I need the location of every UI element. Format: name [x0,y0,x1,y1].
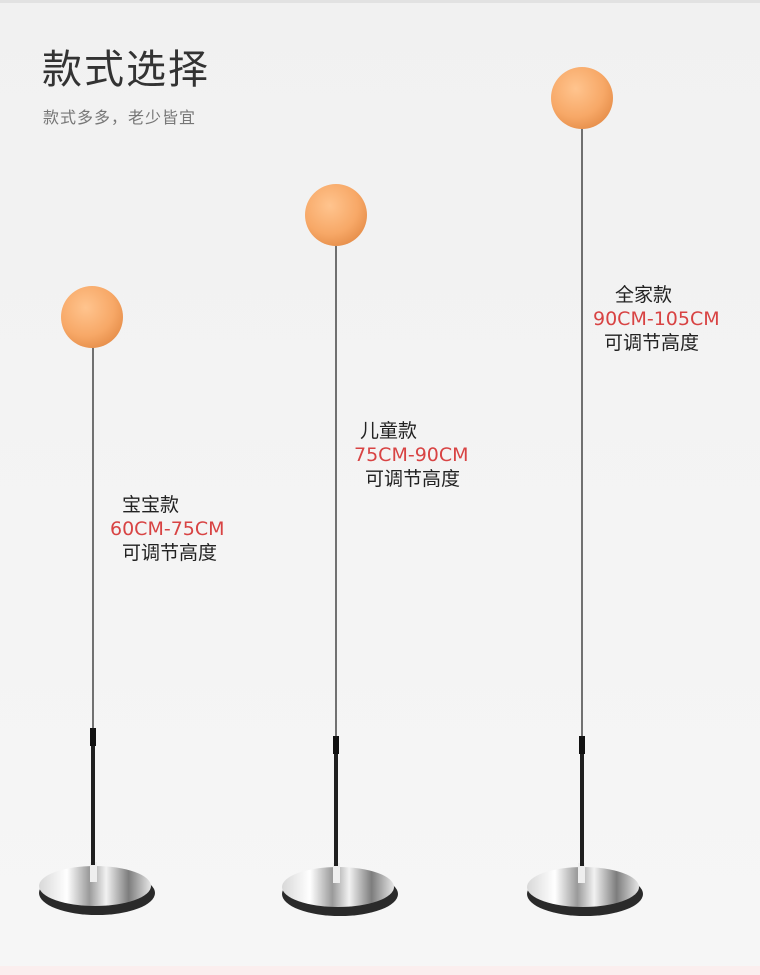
product-1-name: 宝宝款 [122,494,180,516]
product-3-adjust-note: 可调节高度 [604,332,700,354]
product-2-base-socket [333,863,340,883]
product-1-range: 60CM-75CM [110,518,225,540]
product-3-lower-pole [580,752,584,866]
page-title: 款式选择 [42,47,210,93]
product-2-base [282,867,394,907]
product-2-ball [305,184,367,246]
product-1-ball [61,286,123,348]
product-2-name: 儿童款 [360,420,418,442]
product-1-base [39,866,151,906]
product-3-range: 90CM-105CM [593,308,720,330]
product-1-base-socket [90,862,97,882]
product-3-label: 全家款 90CM-105CM 可调节高度 [593,283,720,355]
product-2-lower-pole [334,752,338,866]
product-1-label: 宝宝款 60CM-75CM 可调节高度 [110,493,225,565]
top-divider [0,0,760,3]
product-1-stand [39,286,155,915]
bottom-strip [0,966,760,975]
product-3-pole-clamp [579,736,585,754]
product-2-label: 儿童款 75CM-90CM 可调节高度 [354,419,469,491]
product-2-adjust-note: 可调节高度 [365,468,461,490]
product-2-pole-clamp [333,736,339,754]
product-3-base-socket [578,863,585,883]
product-1-pole-clamp [90,728,96,746]
product-1-adjust-note: 可调节高度 [122,542,218,564]
product-1-lower-pole [91,745,95,865]
product-2-stand [282,184,398,916]
product-3-stand [527,67,643,916]
product-3-base [527,867,639,907]
product-2-range: 75CM-90CM [354,444,469,466]
product-3-ball [551,67,613,129]
page-subtitle: 款式多多，老少皆宜 [43,108,197,127]
product-3-name: 全家款 [615,284,673,306]
